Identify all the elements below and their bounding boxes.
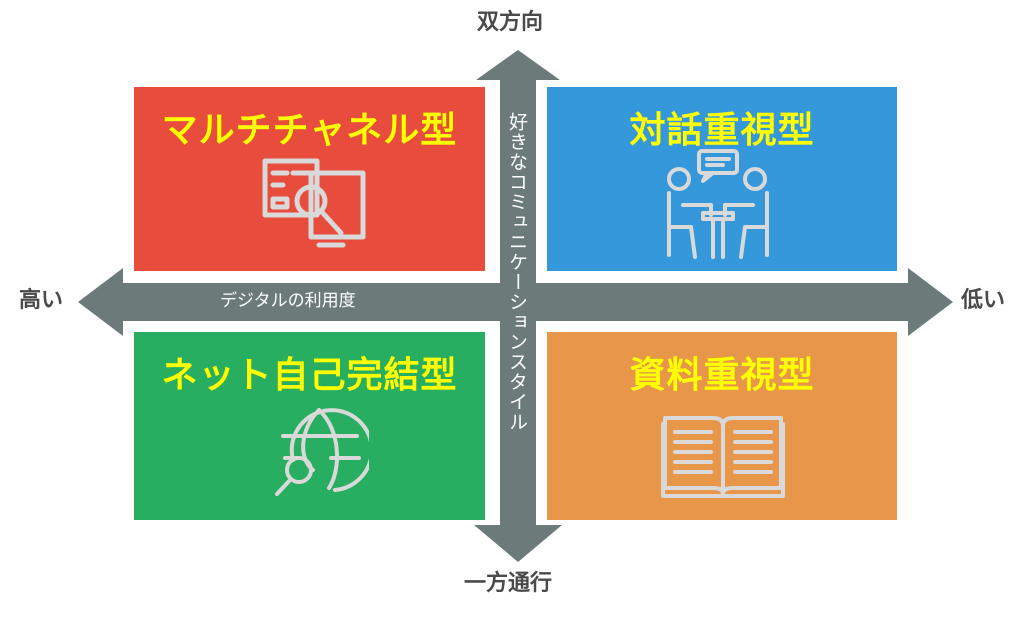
- quadrant-bottom-left: ネット自己完結型: [134, 332, 485, 520]
- axis-label-top: 双方向: [477, 10, 544, 35]
- vertical-axis-caption: 好きなコミュニケーションスタイル: [506, 112, 528, 432]
- quadrant-title: ネット自己完結型: [161, 355, 458, 396]
- horizontal-axis-caption: デジタルの利用度: [220, 291, 356, 311]
- quadrant-top-right: 対話重視型: [547, 87, 897, 271]
- quadrant-bottom-right: 資料重視型: [547, 332, 897, 520]
- axis-label-right: 低い: [961, 288, 1006, 313]
- quadrant-title: 資料重視型: [629, 355, 815, 396]
- globe-search-icon: [275, 408, 369, 496]
- open-book-icon: [661, 416, 785, 498]
- conversation-icon: [667, 149, 769, 259]
- quadrant-title: マルチチャネル型: [161, 110, 458, 151]
- quadrant-title: 対話重視型: [629, 110, 815, 151]
- axis-label-left: 高い: [19, 288, 64, 313]
- quadrant-top-left: マルチチャネル型: [134, 87, 485, 271]
- document-search-icon: [262, 158, 366, 248]
- axis-label-bottom: 一方通行: [464, 571, 553, 596]
- vertical-axis-arrow: [474, 50, 562, 562]
